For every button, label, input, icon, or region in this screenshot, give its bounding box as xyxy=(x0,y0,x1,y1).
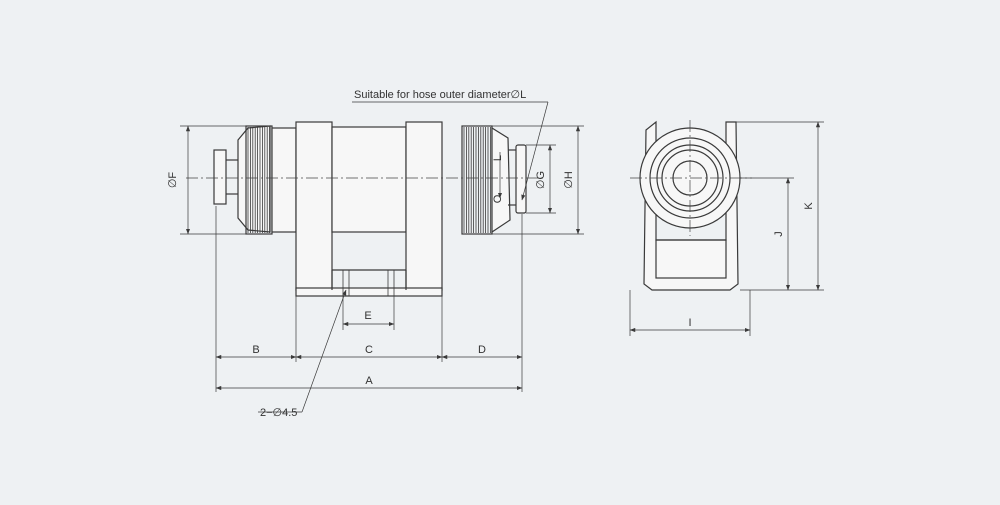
dim-l-label: L xyxy=(492,155,504,161)
right-tube-stem xyxy=(515,144,527,214)
center-body xyxy=(331,126,407,233)
side-view: I J K xyxy=(629,120,824,336)
dim-j-label: J xyxy=(773,231,785,237)
left-knurl xyxy=(247,127,271,233)
hose-callout: Suitable for hose outer diameter∅L xyxy=(354,89,526,101)
dim-h-label: ∅H xyxy=(563,171,575,189)
left-tube-stem xyxy=(213,149,227,205)
right-knurl xyxy=(463,127,491,233)
dim-c-label: C xyxy=(365,344,373,356)
holes-callout: 2−∅4.5 xyxy=(260,407,297,419)
bracket-window xyxy=(655,239,727,279)
left-clamp xyxy=(295,121,333,291)
front-view: ∅F L O ∅G ∅H Suitable for hose outer dia… xyxy=(167,89,584,419)
dim-e-label: E xyxy=(364,310,371,322)
right-clamp xyxy=(405,121,443,291)
dim-g-label: ∅G xyxy=(535,171,547,189)
dim-i-label: I xyxy=(688,317,691,329)
right-collet xyxy=(491,126,511,234)
dim-b-label: B xyxy=(252,344,259,356)
base-plate xyxy=(295,287,443,297)
dim-f-label: ∅F xyxy=(167,172,179,189)
left-collet xyxy=(237,125,271,233)
dim-d-label: D xyxy=(478,344,486,356)
left-cap xyxy=(271,127,297,233)
dim-k-label: K xyxy=(803,202,815,210)
dim-a-label: A xyxy=(365,375,373,387)
dim-o-label: O xyxy=(492,194,504,203)
